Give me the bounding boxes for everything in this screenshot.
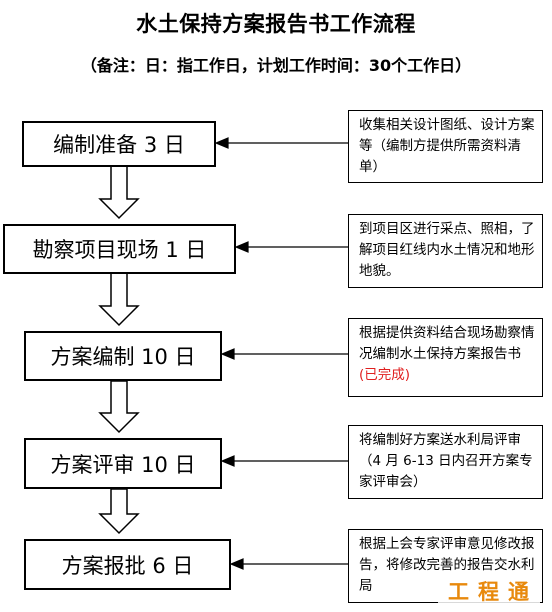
step-box-5: 方案报批 6 日 bbox=[24, 539, 231, 590]
step-desc-status-3: (已完成) bbox=[359, 367, 411, 383]
step-box-2: 勘察项目现场 1 日 bbox=[3, 224, 236, 274]
step-label-3: 方案编制 10 日 bbox=[50, 345, 196, 369]
down-arrow-3 bbox=[98, 380, 140, 434]
down-arrow-1 bbox=[98, 165, 140, 220]
down-arrow-4 bbox=[98, 488, 140, 535]
side-arrow-1 bbox=[214, 137, 348, 149]
step-label-5: 方案报批 6 日 bbox=[61, 553, 194, 578]
diagram-note: （备注：日：指工作日，计划工作时间：30个工作日） bbox=[80, 56, 472, 75]
down-arrow-2 bbox=[98, 272, 140, 327]
step-desc-text-2: 到项目区进行采点、照相，了解项目红线内水土情况和地形地貌。 bbox=[359, 221, 535, 279]
step-box-4: 方案评审 10 日 bbox=[24, 438, 222, 489]
step-label-1: 编制准备 3 日 bbox=[53, 133, 185, 157]
step-desc-2: 到项目区进行采点、照相，了解项目红线内水土情况和地形地貌。 bbox=[348, 214, 543, 288]
watermark-logo: 工程通 bbox=[438, 576, 540, 606]
step-box-3: 方案编制 10 日 bbox=[24, 331, 222, 381]
step-desc-5: 根据上会专家评审意见修改报告，将修改完善的报告交水利局 bbox=[348, 529, 543, 603]
step-desc-3: 根据提供资料结合现场勘察情况编制水土保持方案报告书 (已完成) bbox=[348, 318, 543, 397]
step-desc-1: 收集相关设计图纸、设计方案等（编制方提供所需资料清单） bbox=[348, 110, 543, 183]
step-label-4: 方案评审 10 日 bbox=[50, 452, 196, 477]
step-desc-4: 将编制好方案送水利局评审（4 月 6-13 日内召开方案专家评审会） bbox=[348, 425, 543, 499]
step-desc-text-4: 将编制好方案送水利局评审（4 月 6-13 日内召开方案专家评审会） bbox=[359, 432, 533, 490]
side-arrow-5 bbox=[229, 558, 348, 570]
step-box-1: 编制准备 3 日 bbox=[22, 121, 216, 167]
side-arrow-3 bbox=[220, 348, 348, 360]
step-label-2: 勘察项目现场 1 日 bbox=[32, 238, 207, 262]
diagram-title: 水土保持方案报告书工作流程 bbox=[136, 11, 416, 36]
side-arrow-4 bbox=[220, 455, 348, 467]
step-desc-text-1: 收集相关设计图纸、设计方案等（编制方提供所需资料清单） bbox=[359, 117, 535, 175]
side-arrow-2 bbox=[234, 241, 348, 253]
step-desc-text-3: 根据提供资料结合现场勘察情况编制水土保持方案报告书 bbox=[359, 325, 535, 362]
step-desc-text-5: 根据上会专家评审意见修改报告，将修改完善的报告交水利局 bbox=[359, 536, 535, 594]
